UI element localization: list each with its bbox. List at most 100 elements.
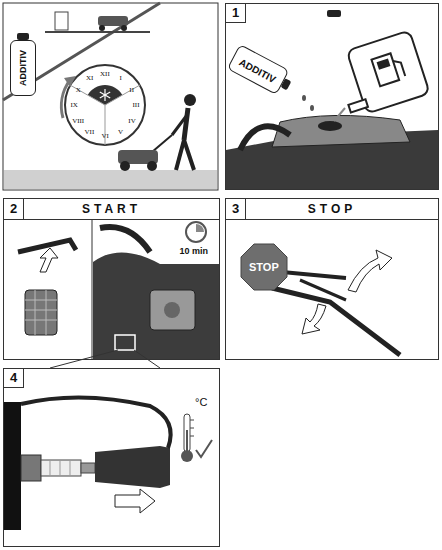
clock-numeral: VIII: [72, 117, 84, 125]
zoom-line: [50, 350, 118, 368]
step-number: 2: [4, 199, 24, 219]
additive-bottle: ADDITIV: [227, 44, 290, 95]
spark-plug-mark: [115, 335, 135, 350]
bottle-label: ADDITIV: [237, 57, 277, 85]
carburettor: [150, 290, 195, 330]
winter-scene: [3, 3, 218, 190]
engine-block: [4, 402, 21, 530]
drawing-part: [70, 460, 71, 476]
zoom-line: [134, 350, 160, 368]
person-leg: [184, 140, 194, 170]
timer-wedge: [196, 224, 204, 232]
start-scene: [18, 218, 219, 360]
divider: [92, 218, 93, 360]
snowflake: [100, 89, 110, 101]
bar: [300, 280, 346, 300]
down-arrow: [302, 304, 326, 334]
zoom-lines: [50, 350, 160, 368]
clock-numeral: III: [133, 101, 140, 109]
drawing-part: [100, 92, 110, 98]
person-body: [184, 108, 188, 140]
stop-sign: STOP: [240, 243, 288, 291]
person-head: [184, 94, 196, 106]
drawing-part: [25, 320, 57, 321]
canister: [332, 30, 429, 118]
additive-bottle: ADDITIV: [10, 40, 36, 96]
clock-numeral: VII: [85, 128, 95, 136]
clock-numeral: X: [76, 86, 81, 94]
ground: [4, 170, 217, 189]
drawing-part: [100, 92, 110, 98]
shelf: [45, 31, 150, 33]
drawing-part: [371, 53, 399, 86]
plug-insulator: [41, 460, 81, 476]
knob: [164, 302, 180, 318]
drawing-part: [25, 300, 57, 301]
clock-numeral: V: [118, 128, 123, 136]
thermometer-bulb: [181, 450, 193, 462]
clock-face: [65, 65, 145, 145]
tank-cap: [327, 10, 341, 17]
clock-numeral: XII: [100, 70, 110, 78]
filter-mesh: [25, 290, 57, 335]
handle: [272, 288, 400, 355]
bottle-label: ADDITIV: [18, 50, 29, 86]
stop-scene: [272, 250, 400, 355]
person-arm: [172, 115, 187, 135]
drawing-part: [25, 310, 57, 311]
unit: °C: [195, 396, 207, 409]
clock-numeral: XI: [86, 74, 93, 82]
ticks: [190, 420, 194, 436]
filter: [25, 290, 57, 335]
stop-text: STOP: [249, 261, 279, 274]
stored-mower: [98, 16, 128, 26]
handle: [240, 126, 290, 150]
header-bar: 3STOP: [226, 199, 438, 220]
step-panel: 2START: [3, 198, 220, 360]
step-number: 4: [4, 369, 24, 388]
season-arrow: [61, 80, 70, 118]
person-leg: [176, 140, 184, 170]
pull-arrow: [115, 489, 155, 513]
drawing-part: [190, 436, 194, 437]
timer-icon: [186, 222, 206, 242]
wheel: [147, 161, 157, 171]
panel-frame: [3, 3, 218, 190]
step-panel: 4: [3, 368, 220, 547]
clock-numeral: I: [120, 74, 122, 82]
check-mark: [196, 440, 212, 457]
drawing-part: [190, 428, 194, 429]
fuel-stream: [334, 108, 345, 121]
drawing-part: [60, 460, 61, 476]
drawing-part: [50, 460, 51, 476]
header-bar: 2START: [4, 199, 219, 220]
move-arrow: [40, 248, 58, 272]
drawing-part: [347, 30, 430, 113]
tank-opening: [318, 121, 342, 131]
thermometer: [184, 414, 190, 452]
step-number: 1: [226, 4, 246, 23]
drawing-part: [393, 59, 405, 78]
clock-numeral: II: [129, 86, 134, 94]
step-heading: STOP: [226, 199, 438, 219]
step-panel: 3STOPSTOP: [225, 198, 439, 360]
drawing-part: [377, 58, 391, 69]
plug-boot: [95, 446, 170, 488]
clock-numeral: VI: [102, 132, 109, 140]
refuel-scene: [226, 10, 438, 189]
drawing-part: [348, 99, 368, 112]
drop: [302, 95, 306, 101]
step-heading: START: [4, 199, 219, 219]
drop: [310, 105, 314, 111]
cable: [21, 397, 171, 448]
duration: 10 min: [180, 246, 209, 257]
ribs: [50, 460, 70, 476]
terminal: [81, 463, 95, 473]
fuel-tank: [272, 115, 410, 147]
lever: [282, 272, 346, 278]
wheel: [99, 25, 105, 31]
winter-wedge: [88, 85, 123, 105]
drawing-part: [35, 290, 36, 335]
step-panel: 1ADDITIV: [225, 3, 439, 190]
